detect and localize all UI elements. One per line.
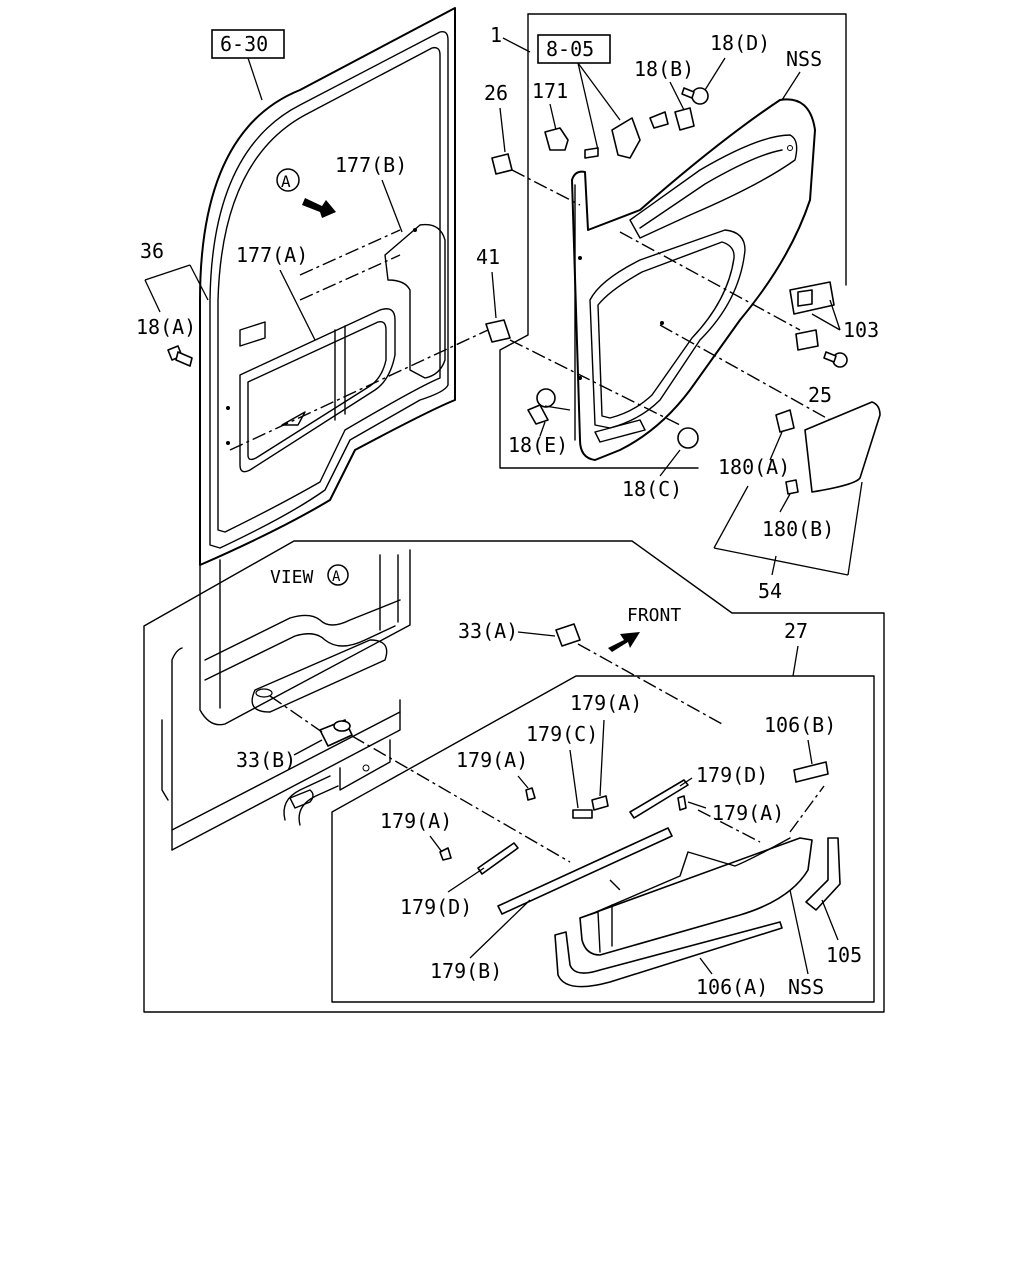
clip-41 <box>485 319 511 343</box>
label-nss-top: NSS <box>786 47 822 71</box>
parts-27-frame <box>331 675 875 1003</box>
handle-bracket <box>611 111 669 159</box>
label-103: 103 <box>843 318 879 342</box>
screw-25 <box>823 351 848 368</box>
label-179c: 179(C) <box>526 722 598 746</box>
pocket-180 <box>775 401 881 495</box>
label-179d-2: 179(D) <box>400 895 472 919</box>
handle-171 <box>544 127 599 159</box>
label-180b: 180(B) <box>762 517 834 541</box>
label-view: VIEW <box>270 567 314 588</box>
switch-103 <box>789 281 835 351</box>
label-27: 27 <box>784 619 808 643</box>
label-33b: 33(B) <box>236 748 296 772</box>
lower-pocket <box>554 837 813 988</box>
ref-6-30-box: 6-30 <box>211 29 285 101</box>
clip-18e <box>527 388 556 425</box>
label-179d-1: 179(D) <box>696 763 768 787</box>
ref-8-05-box: 8-05 <box>537 34 621 151</box>
bolt-18a <box>167 345 193 367</box>
front-arrow-icon <box>608 632 640 652</box>
label-179a-4: 179(A) <box>380 809 452 833</box>
label-18c: 18(C) <box>622 477 682 501</box>
label-177a: 177(A) <box>236 243 308 267</box>
label-1: 1 <box>490 23 502 47</box>
clip-33b <box>319 719 353 747</box>
label-106a: 106(A) <box>696 975 768 999</box>
label-18e: 18(E) <box>508 433 568 457</box>
view-a-marker-label: A <box>281 172 291 191</box>
label-view-circle: A <box>332 569 341 585</box>
label-179a-2: 179(A) <box>456 748 528 772</box>
label-177b: 177(B) <box>335 153 407 177</box>
label-nss-bottom: NSS <box>788 975 824 999</box>
screw-18d <box>681 87 709 105</box>
label-179a-1: 179(A) <box>570 691 642 715</box>
label-33a: 33(A) <box>458 619 518 643</box>
clip-33a <box>555 623 581 647</box>
label-18a: 18(A) <box>136 315 196 339</box>
door-trim-board <box>571 98 816 461</box>
label-105: 105 <box>826 943 862 967</box>
label-171: 171 <box>532 79 568 103</box>
label-106b: 106(B) <box>764 713 836 737</box>
clip-18c <box>677 427 699 449</box>
label-179a-3: 179(A) <box>712 801 784 825</box>
view-a-frame <box>143 540 885 1013</box>
body-panel-view <box>161 549 411 851</box>
label-179b: 179(B) <box>430 959 502 983</box>
label-18b: 18(B) <box>634 57 694 81</box>
clip-18b <box>674 107 695 131</box>
label-41: 41 <box>476 245 500 269</box>
ref-6-30-label: 6-30 <box>220 32 268 56</box>
ref-8-05-label: 8-05 <box>546 37 594 61</box>
label-18d: 18(D) <box>710 31 770 55</box>
view-a-marker: A <box>276 168 336 218</box>
trim-105 <box>805 837 841 911</box>
label-26: 26 <box>484 81 508 105</box>
strips-179 <box>439 761 829 915</box>
clip-26 <box>491 153 513 175</box>
label-180a: 180(A) <box>718 455 790 479</box>
label-54: 54 <box>758 579 782 603</box>
label-front: FRONT <box>627 605 681 626</box>
trim-board-frame <box>499 13 847 469</box>
label-36: 36 <box>140 239 164 263</box>
label-25: 25 <box>808 383 832 407</box>
door-panel <box>199 7 456 566</box>
